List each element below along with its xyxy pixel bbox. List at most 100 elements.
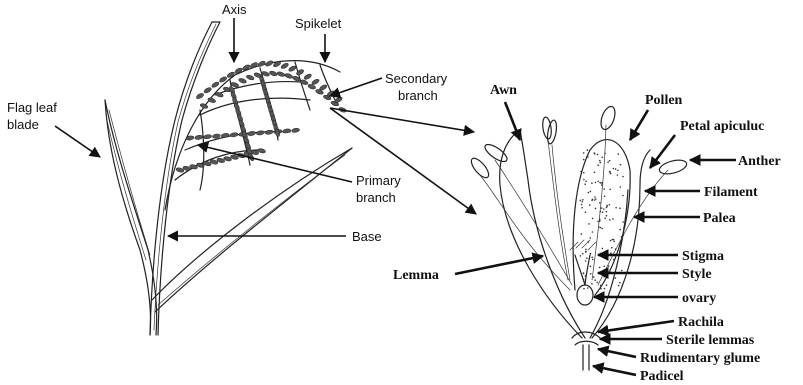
- culm: [150, 22, 220, 335]
- pollen-grain: [618, 285, 620, 287]
- pollen-grain: [592, 199, 594, 201]
- pollen-grain: [604, 276, 606, 278]
- spikelet-grain: [211, 81, 220, 88]
- pollen-grain: [595, 208, 597, 210]
- label-lemma: Lemma: [393, 268, 439, 283]
- pollen-grain: [604, 288, 606, 290]
- pollen-grain: [600, 285, 602, 287]
- spikelet-grain: [277, 71, 286, 77]
- pollen-grain: [592, 218, 594, 220]
- spikelet-grain: [196, 92, 205, 99]
- pollen-grain: [594, 153, 596, 155]
- spikelet-grain: [300, 79, 309, 85]
- pollen-grain: [617, 170, 619, 172]
- lower-leaf: [152, 148, 352, 312]
- spikelet-grain: [221, 133, 230, 138]
- pollen-grain: [603, 208, 605, 210]
- pollen-grain: [590, 237, 592, 239]
- flag-leaf-blade: [105, 100, 157, 335]
- pollen-grain: [618, 153, 620, 155]
- pollen-grain: [585, 211, 587, 213]
- pollen-grain: [580, 255, 582, 257]
- spikelet-grain: [269, 70, 278, 76]
- pollen-grain: [606, 205, 608, 207]
- label-palea: Palea: [703, 211, 736, 226]
- flower-base: [572, 332, 600, 370]
- pollen-grain: [611, 247, 613, 249]
- pollen-grain: [608, 265, 610, 267]
- pollen-grain: [597, 221, 599, 223]
- label-pollen: Pollen: [645, 93, 683, 108]
- pollen-grain: [609, 189, 611, 191]
- pollen-grain: [613, 168, 615, 170]
- spikelet-grain: [265, 130, 274, 135]
- pollen-grain: [623, 227, 625, 229]
- pollen-grain: [599, 267, 601, 269]
- pollen-grain: [581, 204, 583, 206]
- pollen-grain: [583, 152, 585, 154]
- pollen-grain: [582, 201, 584, 203]
- pollen-grain: [615, 207, 617, 209]
- pollen-grain: [619, 229, 621, 231]
- pollen-grain: [587, 287, 589, 289]
- pollen-grain: [585, 249, 587, 251]
- label-ovary: ovary: [682, 291, 716, 306]
- pollen-grain: [609, 160, 611, 162]
- pollen-grain: [584, 183, 586, 185]
- pollen-grain: [587, 154, 589, 156]
- pollen-grain: [620, 186, 622, 188]
- pollen-grain: [615, 168, 617, 170]
- pollen-grain: [615, 277, 617, 279]
- label-primary-branch-line1: Primary: [356, 173, 401, 188]
- label-awn: Awn: [490, 83, 517, 98]
- pollen-grain: [588, 223, 590, 225]
- label-primary-branch-line2: branch: [356, 190, 396, 205]
- pollen-grain: [613, 241, 615, 243]
- pollen-grain: [600, 227, 602, 229]
- pollen-grain: [612, 239, 614, 241]
- pollen-grain: [583, 179, 585, 181]
- spikelet-grain: [238, 78, 247, 84]
- pollen-grain: [580, 171, 582, 173]
- pollen-grain: [588, 192, 590, 194]
- pollen-grain: [585, 181, 587, 183]
- pollen-grain: [620, 244, 622, 246]
- pollen-grain: [585, 260, 587, 262]
- label-flag-leaf-line1: Flag leaf: [7, 100, 57, 115]
- spikelet-grain: [334, 96, 343, 103]
- spikelet-grain: [311, 78, 320, 85]
- pollen-grain: [583, 172, 585, 174]
- spikelet-grain: [291, 128, 300, 133]
- rice-flower-illustration: [468, 105, 688, 370]
- spikelet-grain: [283, 128, 292, 133]
- lemma-shape: [500, 130, 582, 338]
- pollen-grain: [594, 172, 596, 174]
- spikelet-grain: [288, 65, 297, 72]
- pollen-grain: [619, 250, 621, 252]
- label-flag-leaf-line2: blade: [7, 117, 39, 132]
- pollen-grain: [609, 171, 611, 173]
- pollen-grain: [602, 248, 604, 250]
- pollen-grain: [622, 176, 624, 178]
- pollen-grain: [613, 259, 615, 261]
- pollen-grain: [595, 182, 597, 184]
- spikelet-grain: [195, 135, 204, 140]
- pollen-grain: [604, 196, 606, 198]
- rice-plant-illustration: [105, 22, 352, 335]
- pollen-grain: [622, 195, 624, 197]
- pollen-grain: [600, 162, 602, 164]
- pollen-grain: [587, 149, 589, 151]
- pollen-grain: [583, 159, 585, 161]
- pollen-grain: [600, 288, 602, 290]
- spikelet-grain: [257, 60, 266, 67]
- spikelet-grain: [203, 134, 212, 139]
- pollen-grain: [590, 253, 592, 255]
- pollen-grain: [610, 240, 612, 242]
- label-secondary-branch-line2: branch: [398, 88, 438, 103]
- pollen-grain: [585, 251, 587, 253]
- pollen-grain: [580, 200, 582, 202]
- spikelet-grain: [256, 130, 265, 135]
- spikelet-grain: [265, 60, 274, 67]
- pollen-grain: [591, 283, 593, 285]
- pollen-grain: [591, 182, 593, 184]
